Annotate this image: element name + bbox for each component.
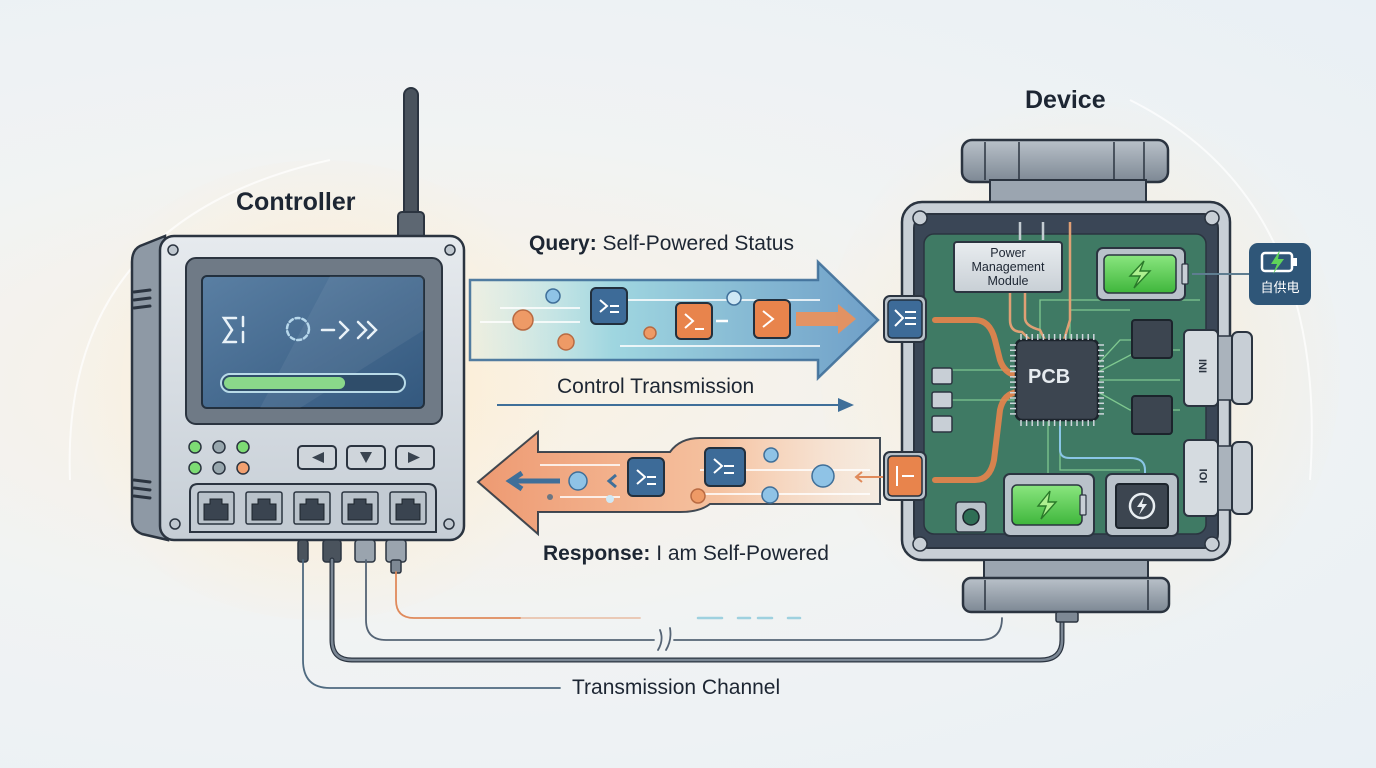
triangle-left-icon	[312, 452, 324, 463]
lightning-icon	[1128, 260, 1152, 289]
lightning-icon	[1036, 490, 1058, 520]
pcb-chip	[1014, 338, 1100, 422]
status-led	[188, 461, 202, 475]
self-powered-badge-label: 自供电	[1260, 280, 1300, 295]
terminal-icon	[590, 287, 628, 325]
controller-device	[130, 87, 466, 574]
query-label: Query: Self-Powered Status	[529, 232, 794, 256]
connector-ioi	[1183, 439, 1253, 517]
response-arrow	[476, 429, 885, 537]
break-icon	[657, 627, 672, 651]
triangle-down-icon	[360, 452, 372, 463]
ethernet-port[interactable]	[245, 491, 283, 525]
connector-ini	[1183, 329, 1253, 407]
status-led	[188, 440, 202, 454]
device-title: Device	[1025, 86, 1106, 114]
ethernet-port[interactable]	[293, 491, 331, 525]
power-management-module: Power Management Module	[953, 241, 1063, 293]
pcb-chip-label: PCB	[1028, 366, 1071, 388]
response-text: I am Self-Powered	[650, 542, 829, 565]
controller-title: Controller	[236, 188, 356, 216]
nav-buttons[interactable]	[297, 445, 435, 470]
status-led	[212, 461, 226, 475]
ethernet-ports	[197, 491, 427, 525]
connector-ini-label: INI	[1196, 358, 1209, 374]
response-prefix: Response:	[543, 542, 651, 565]
status-led	[212, 440, 226, 454]
status-led	[236, 440, 250, 454]
self-powered-badge: 自供电	[1249, 243, 1311, 305]
query-text: Self-Powered Status	[596, 232, 794, 255]
ethernet-port[interactable]	[341, 491, 379, 525]
controller-progress-fill	[224, 377, 346, 389]
screen-glyphs	[221, 315, 378, 344]
response-label: Response: I am Self-Powered	[543, 542, 829, 566]
transmission-cables	[302, 557, 1065, 689]
decor-arc	[68, 159, 331, 481]
query-arrow	[468, 259, 880, 381]
status-led	[236, 461, 250, 475]
status-leds	[188, 440, 250, 475]
query-prefix: Query:	[529, 232, 597, 255]
ic-chip	[1131, 319, 1173, 359]
control-transmission-label: Control Transmission	[557, 375, 755, 398]
connector-ioi-label: IOI	[1196, 468, 1209, 484]
transmission-channel-label: Transmission Channel	[572, 676, 781, 699]
ethernet-port[interactable]	[197, 491, 235, 525]
arrowhead-icon	[838, 398, 854, 412]
antenna-icon	[403, 87, 419, 219]
triangle-right-icon	[408, 452, 420, 463]
ic-chip	[1131, 395, 1173, 435]
ethernet-port[interactable]	[389, 491, 427, 525]
power-cycle-icon	[1128, 492, 1156, 520]
battery-charging-icon	[1260, 250, 1297, 274]
